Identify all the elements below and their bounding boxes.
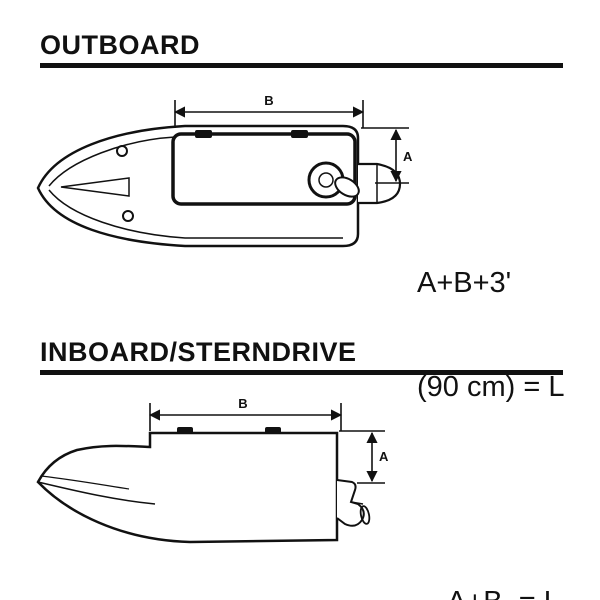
gunwale-fitting-1 xyxy=(177,427,193,434)
cavitation-plate xyxy=(350,501,364,505)
inboard-side-view-diagram: B A xyxy=(36,396,389,544)
outboard-divider xyxy=(40,63,563,68)
inboard-divider xyxy=(40,370,563,375)
deck-edge-top xyxy=(48,136,176,187)
outboard-formula-line1: A+B+3' xyxy=(417,266,512,299)
sterndrive-unit xyxy=(336,479,371,527)
outboard-formula: A+B+3' (90 cm) = L xyxy=(417,196,564,474)
bow-cleat-top xyxy=(116,145,128,157)
dimension-b-outboard: B xyxy=(173,93,365,128)
inboard-title: INBOARD/STERNDRIVE xyxy=(40,337,357,367)
dim-a-label: A xyxy=(379,449,389,464)
motor-tiller xyxy=(334,176,360,198)
outboard-title: OUTBOARD xyxy=(40,30,200,60)
cockpit-opening xyxy=(171,132,357,206)
gunwale-fitting-2 xyxy=(291,130,308,138)
dim-b-label: B xyxy=(238,396,247,411)
deck-edge-bottom xyxy=(48,189,343,239)
dim-b-label: B xyxy=(264,93,273,108)
gunwale-fitting-1 xyxy=(195,130,212,138)
hull-side-view xyxy=(36,427,339,544)
dimension-b-inboard: B xyxy=(148,396,343,431)
bow-cleat-bottom xyxy=(122,210,134,222)
drive-leg xyxy=(336,479,365,527)
inboard-formula: A+B = L xyxy=(447,515,560,600)
chine-line xyxy=(37,481,156,505)
outboard-formula-line2: (90 cm) = L xyxy=(417,370,565,403)
dimension-a-inboard: A xyxy=(339,430,389,484)
propeller xyxy=(359,505,371,525)
inboard-formula-line: A+B = L xyxy=(447,585,560,600)
outboard-top-view-diagram: B xyxy=(36,93,413,248)
motor-hub xyxy=(318,172,334,188)
dimension-a-outboard: A xyxy=(361,127,413,184)
dim-a-label: A xyxy=(403,149,413,164)
gunwale-fitting-2 xyxy=(265,427,281,434)
hull-outline xyxy=(36,431,339,544)
hull-top-view xyxy=(36,124,360,248)
spray-rail-line xyxy=(40,475,130,490)
bow-hatch xyxy=(60,177,130,197)
